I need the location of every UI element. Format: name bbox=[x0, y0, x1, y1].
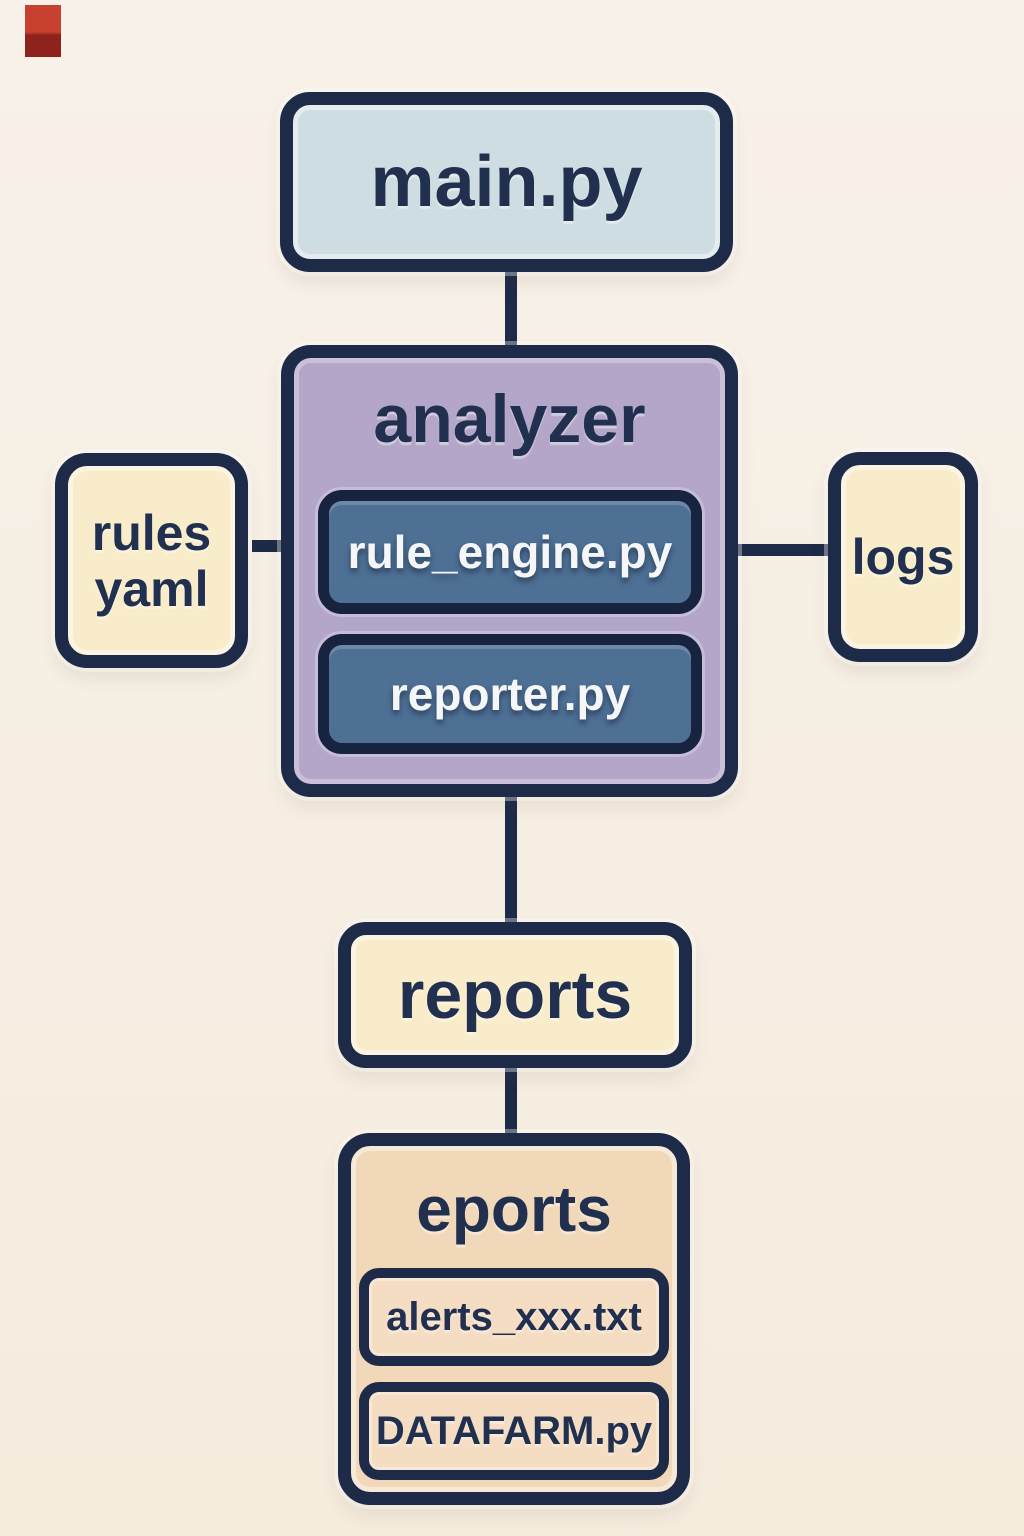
red-mark bbox=[25, 5, 61, 57]
edge-reports-to-eports bbox=[505, 1062, 517, 1140]
node-rule-engine-py: rule_engine.py bbox=[318, 490, 702, 614]
edge-rules-to-analyzer bbox=[252, 540, 286, 552]
node-reports: reports bbox=[338, 922, 692, 1068]
edge-analyzer-to-logs bbox=[732, 544, 832, 556]
node-main-py-label: main.py bbox=[370, 142, 643, 222]
node-main-py: main.py bbox=[280, 92, 733, 272]
edge-main-to-analyzer bbox=[505, 265, 517, 350]
node-alerts-file: alerts_xxx.txt bbox=[359, 1268, 669, 1366]
node-analyzer-label: analyzer bbox=[373, 381, 646, 457]
node-rules-yaml: rules yaml bbox=[55, 453, 248, 668]
node-rules-yaml-label: rules yaml bbox=[91, 504, 212, 617]
node-eports-label: eports bbox=[416, 1173, 612, 1245]
node-datafarm-file: DATAFARM.py bbox=[359, 1382, 669, 1480]
node-logs: logs bbox=[828, 452, 978, 662]
node-rule-engine-py-label: rule_engine.py bbox=[347, 526, 673, 578]
node-reports-label: reports bbox=[397, 957, 633, 1033]
node-alerts-file-label: alerts_xxx.txt bbox=[386, 1294, 642, 1339]
node-eports: eports alerts_xxx.txt DATAFARM.py bbox=[338, 1133, 690, 1505]
node-datafarm-file-label: DATAFARM.py bbox=[375, 1408, 653, 1453]
node-analyzer: analyzer rule_engine.py reporter.py bbox=[281, 345, 738, 797]
node-logs-label: logs bbox=[851, 529, 955, 585]
node-reporter-py-label: reporter.py bbox=[389, 668, 631, 720]
node-reporter-py: reporter.py bbox=[318, 634, 702, 754]
edge-analyzer-to-reports bbox=[505, 790, 517, 930]
